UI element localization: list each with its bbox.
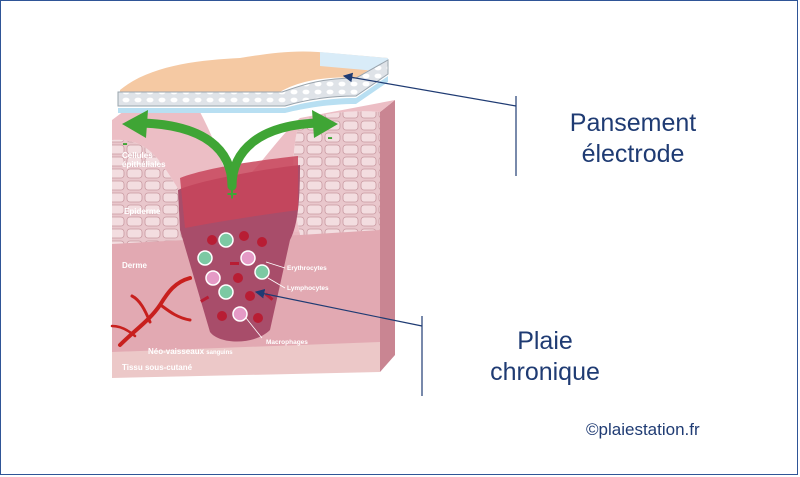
label-subcutaneous: Tissu sous-cutané: [122, 363, 193, 372]
leader-wound: [254, 288, 423, 327]
arrowhead-left-icon: [122, 110, 148, 138]
callout-wound-line1: Plaie: [517, 327, 573, 355]
arrowhead-right-icon: [312, 110, 338, 138]
label-neovessels: Néo-vaisseaux sanguins: [148, 347, 233, 356]
label-epithelial-line1: Cellules: [122, 151, 153, 160]
dressing-strip: [118, 76, 388, 113]
dressing-layer: [117, 59, 389, 107]
callout-dressing-line2: électrode: [581, 140, 685, 168]
skin-block-side: [380, 100, 395, 372]
leader-dressing: [342, 72, 517, 107]
polarity-minus-left: -: [122, 135, 127, 152]
skin-surface: [112, 100, 395, 240]
label-neovessels-suffix: sanguins: [206, 350, 233, 356]
polarity-minus-right: -: [327, 129, 332, 146]
current-arrows: [137, 118, 323, 191]
epidermis-layer: [112, 139, 185, 244]
label-erythrocytes: Erythrocytes: [287, 265, 327, 272]
label-lymphocytes: Lymphocytes: [287, 285, 329, 292]
wound-exudate: [180, 156, 298, 228]
copyright-credit: ©plaiestation.fr: [586, 420, 700, 439]
label-dermis: Derme: [122, 261, 147, 270]
label-epithelial-line2: épithéliales: [122, 160, 166, 169]
wound-cells: [197, 231, 274, 323]
label-macrophages: Macrophages: [266, 339, 308, 346]
callout-dressing: Pansement électrode: [548, 108, 718, 170]
callout-wound: Plaie chronique: [470, 326, 620, 388]
epidermis-layer-right: [293, 111, 380, 235]
polarity-plus: +: [227, 184, 238, 204]
callout-dressing-line1: Pansement: [569, 109, 697, 137]
callout-wound-line2: chronique: [490, 358, 600, 386]
label-epidermis: Epiderme: [124, 207, 161, 216]
neovessels: [110, 276, 192, 347]
dressing-side: [320, 52, 388, 72]
